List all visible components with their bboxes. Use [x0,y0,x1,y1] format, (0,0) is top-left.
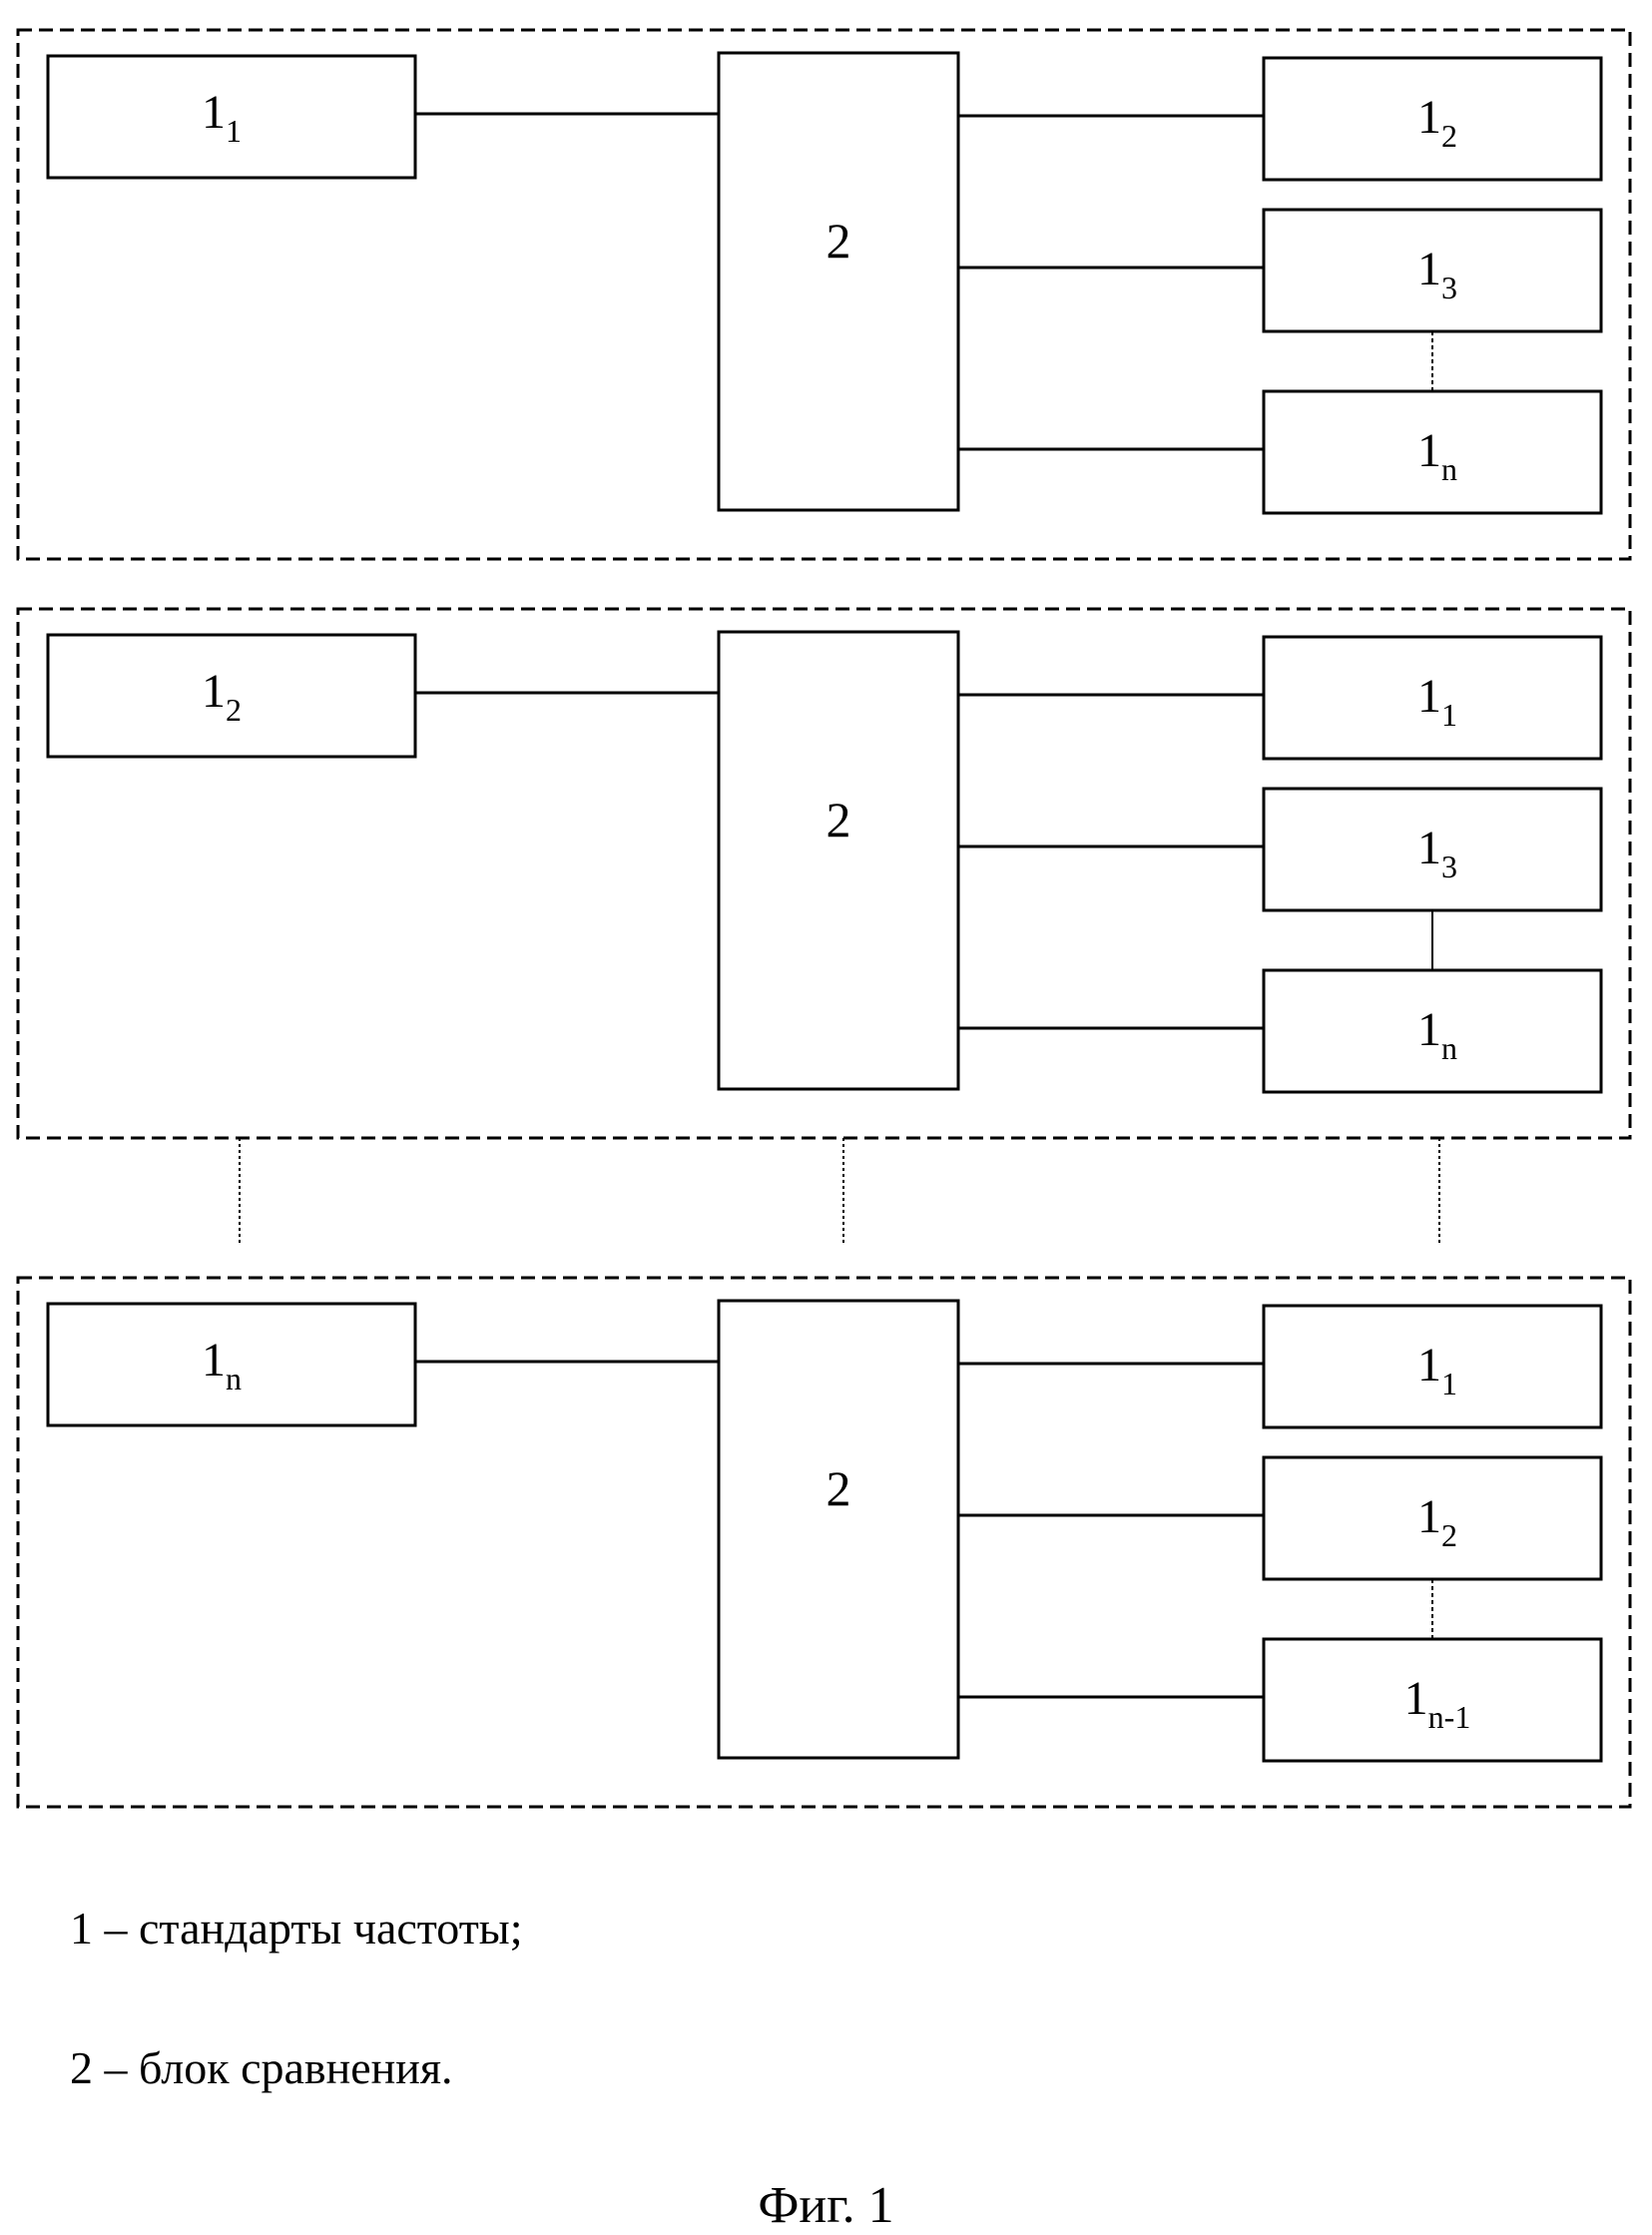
comparison-unit-block [719,53,958,510]
target-standard-label: 13 [1417,243,1457,305]
target-standard-label: 11 [1417,1339,1457,1401]
panel-frame [18,30,1630,559]
comparison-unit-label: 2 [826,1460,851,1516]
target-standard-label: 1n-1 [1404,1672,1471,1735]
comparison-unit-label: 2 [826,792,851,847]
target-standard-label: 1n [1417,424,1457,487]
panel-frame [18,609,1630,1138]
source-standard-label: 12 [202,665,242,728]
source-standard-label: 11 [202,86,242,149]
legend-item-comparison-unit: 2 – блок сравнения. [70,2041,453,2094]
target-standard-label: 12 [1417,1490,1457,1553]
comparison-unit-block [719,1301,958,1758]
comparison-unit-block [719,632,958,1089]
source-standard-label: 1n [202,1334,242,1397]
target-standard-label: 11 [1417,670,1457,733]
panel-frame [18,1278,1630,1807]
target-standard-label: 12 [1417,91,1457,154]
figure-caption: Фиг. 1 [0,2176,1652,2235]
legend-item-frequency-standards: 1 – стандарты частоты; [70,1902,523,1955]
target-standard-label: 1n [1417,1003,1457,1066]
target-standard-label: 13 [1417,822,1457,884]
comparison-unit-label: 2 [826,213,851,269]
